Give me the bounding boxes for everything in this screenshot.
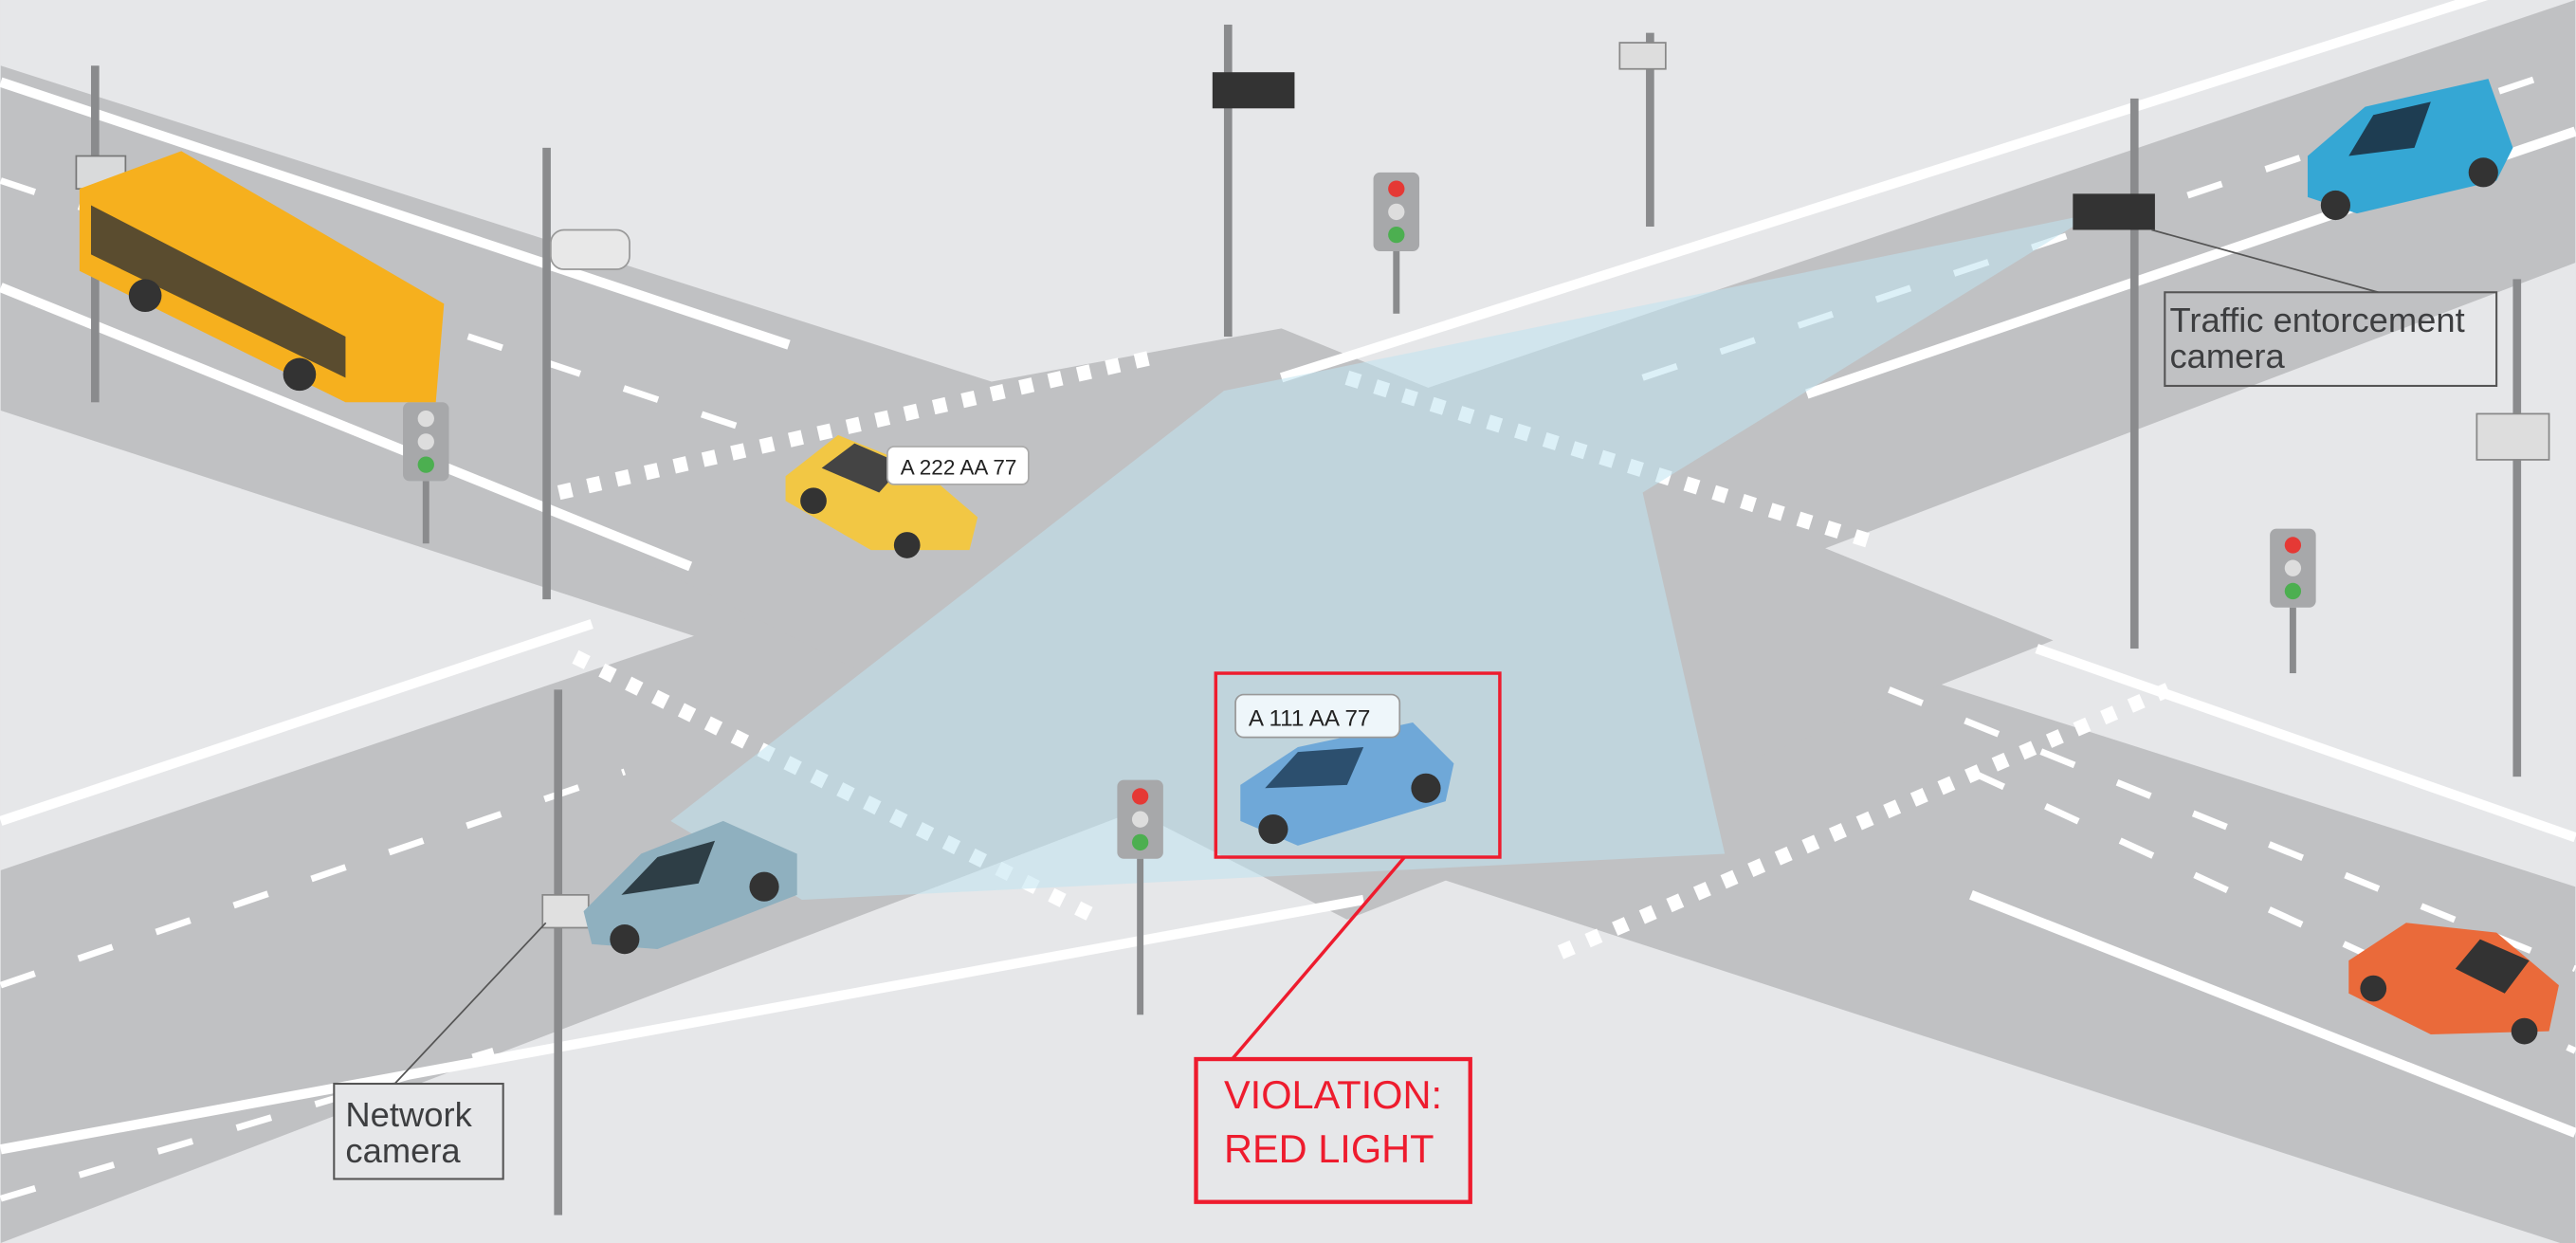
network-leader-line bbox=[393, 922, 547, 1085]
traffic-lights bbox=[403, 172, 2316, 1015]
violation-callout: VIOLATION: RED LIGHT bbox=[1194, 1056, 1472, 1204]
enforcement-leader-line bbox=[2151, 228, 2379, 294]
camera-icon bbox=[1618, 42, 1667, 70]
plate-text: A 111 AA 77 bbox=[1249, 705, 1370, 731]
network-line-1: Network bbox=[345, 1095, 472, 1134]
enforcement-camera-icon bbox=[2073, 193, 2155, 230]
traffic-light bbox=[403, 402, 449, 544]
plate-text: A 222 AA 77 bbox=[901, 456, 1017, 480]
road-edges bbox=[0, 0, 2576, 1155]
orange-car bbox=[2348, 923, 2559, 1045]
grey-blue-car bbox=[583, 820, 797, 955]
plate-label-blue-car: A 111 AA 77 bbox=[1234, 693, 1401, 739]
camera-icon bbox=[2476, 412, 2550, 461]
blue-car bbox=[1240, 722, 1454, 846]
camera-view-cone bbox=[670, 213, 2094, 901]
plate-label-yellow-car: A 222 AA 77 bbox=[886, 446, 1030, 485]
blue-suv bbox=[2307, 79, 2513, 221]
violation-highlight-box bbox=[1214, 671, 1502, 859]
network-camera-callout: Network camera bbox=[333, 1082, 504, 1180]
traffic-light bbox=[2270, 528, 2316, 674]
lane-markings bbox=[0, 62, 2576, 1202]
camera-icon bbox=[1212, 72, 1295, 109]
traffic-light bbox=[1117, 779, 1163, 1015]
bus bbox=[79, 151, 445, 403]
violation-line-1: VIOLATION: bbox=[1224, 1072, 1442, 1117]
enforcement-camera-callout: Traffic entorcement camera bbox=[2164, 291, 2498, 388]
enforcement-line-2: camera bbox=[2169, 337, 2285, 375]
yellow-car bbox=[785, 434, 978, 558]
violation-leader-line bbox=[1231, 855, 1406, 1061]
camera-icon bbox=[550, 228, 630, 270]
network-line-2: camera bbox=[345, 1131, 461, 1170]
traffic-light bbox=[1373, 172, 1420, 314]
network-camera-icon bbox=[541, 893, 590, 929]
violation-line-2: RED LIGHT bbox=[1224, 1126, 1434, 1171]
enforcement-line-1: Traffic entorcement bbox=[2169, 301, 2464, 339]
cameras bbox=[75, 42, 2550, 929]
